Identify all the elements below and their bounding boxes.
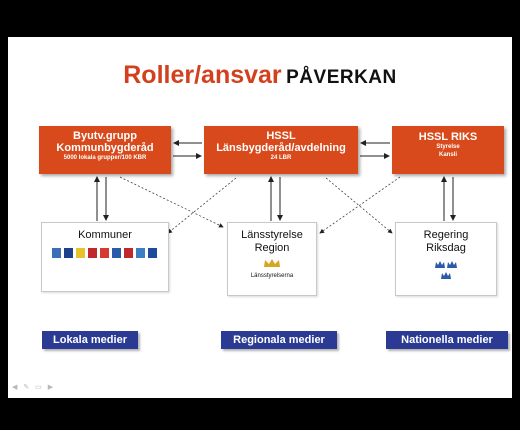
hssl-line1: HSSL bbox=[266, 130, 296, 142]
byutv-line1: Byutv.grupp bbox=[73, 130, 137, 142]
box-regering: Regering Riksdag bbox=[395, 222, 497, 296]
slide-nav-controls: ◀ ✎ ▭ ▶ bbox=[12, 383, 55, 391]
box-hssl: HSSL Länsbygderåd/avdelning 24 LBR bbox=[204, 126, 358, 174]
media-regionala: Regionala medier bbox=[221, 331, 337, 349]
media-nationella: Nationella medier bbox=[386, 331, 508, 349]
riks-line1: HSSL RIKS bbox=[418, 131, 478, 143]
municipal-coat-of-arms-icons bbox=[42, 247, 168, 263]
title-sub: PÅVERKAN bbox=[286, 67, 397, 88]
riks-line3: Kansli bbox=[438, 152, 457, 158]
three-crowns-icon bbox=[396, 259, 496, 285]
hssl-line3: 24 LBR bbox=[270, 155, 292, 161]
title-main: Roller/ansvar bbox=[123, 61, 282, 89]
slide-title: Roller/ansvar PÅVERKAN bbox=[8, 61, 512, 90]
media-lokala: Lokala medier bbox=[42, 331, 138, 349]
box-byutv-grupp: Byutv.grupp Kommunbygderåd 5000 lokala g… bbox=[39, 126, 171, 174]
lan-line1: Länsstyrelse bbox=[241, 229, 303, 241]
hssl-line2: Länsbygderåd/avdelning bbox=[216, 142, 346, 154]
pen-icon[interactable]: ✎ bbox=[23, 384, 32, 391]
crown-icon bbox=[228, 258, 316, 272]
riks-line2: Styrelse bbox=[436, 144, 460, 150]
dotted-arrow-byutv-to-lan bbox=[119, 176, 224, 228]
arrow-left-icon[interactable]: ◀ bbox=[12, 384, 20, 391]
box-hssl-riks: HSSL RIKS Styrelse Kansli bbox=[392, 126, 504, 174]
dotted-arrow-riks-to-lan bbox=[319, 176, 401, 234]
byutv-line2: Kommunbygderåd bbox=[56, 142, 154, 154]
kommuner-label: Kommuner bbox=[78, 229, 132, 241]
box-lansstyrelse: Länsstyrelse Region Länsstyrelserna bbox=[227, 222, 317, 296]
lansstyrelserna-logo-text: Länsstyrelserna bbox=[250, 273, 294, 279]
lan-line2: Region bbox=[254, 242, 290, 254]
diagram-arrows bbox=[94, 140, 456, 234]
reg-line1: Regering bbox=[423, 229, 469, 241]
slides-icon[interactable]: ▭ bbox=[35, 384, 44, 391]
slide: Roller/ansvar PÅVERKAN Byutv.grupp Kommu… bbox=[8, 37, 512, 398]
reg-line2: Riksdag bbox=[426, 242, 466, 254]
arrow-right-icon[interactable]: ▶ bbox=[47, 384, 56, 391]
byutv-line3: 5000 lokala grupper/100 KBR bbox=[63, 155, 147, 161]
box-kommuner: Kommuner bbox=[41, 222, 169, 292]
dotted-arrow-hssl-to-kommuner bbox=[167, 177, 237, 234]
